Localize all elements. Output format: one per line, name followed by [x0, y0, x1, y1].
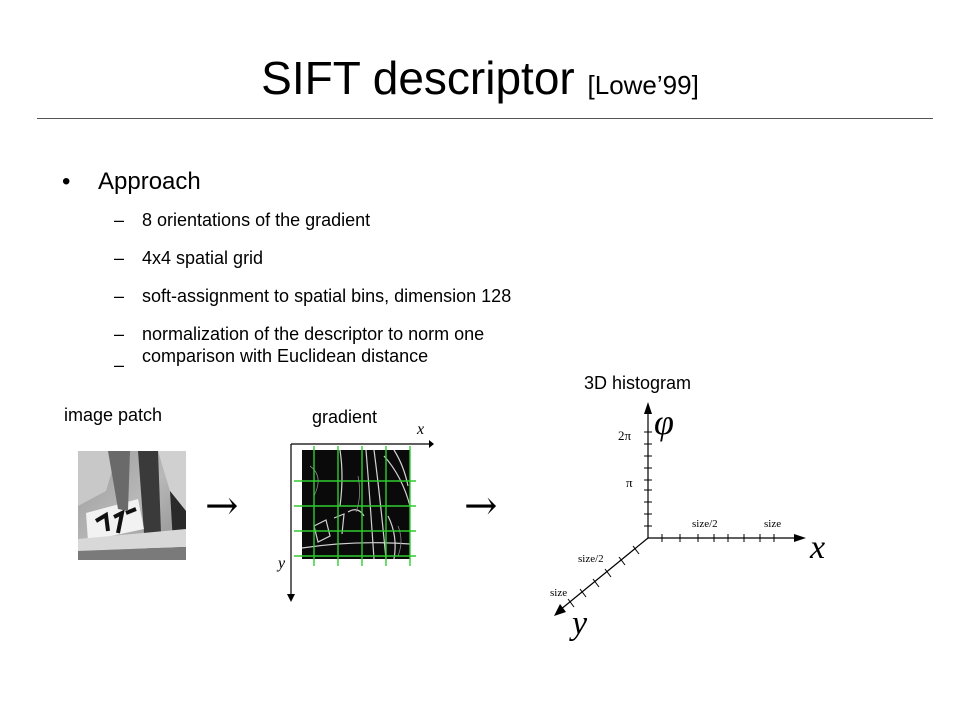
arrow-to-histogram: → [464, 483, 498, 529]
title-citation: [Lowe’99] [587, 70, 699, 100]
title-divider [37, 118, 933, 119]
pi-tick-label: π [626, 475, 633, 490]
gradient-figure: x y [276, 421, 434, 602]
sub-bullet-marker: – [114, 210, 125, 230]
gradient-caption: gradient [312, 407, 378, 427]
title-main: SIFT descriptor [261, 52, 575, 104]
spatial-grid [294, 446, 416, 566]
histogram-caption: 3D histogram [584, 373, 692, 393]
arrow-to-gradient: → [205, 483, 239, 529]
sub-bullet-spatial-grid: 4x4 spatial grid [142, 248, 264, 268]
bullet-marker: • [62, 168, 71, 195]
sub-bullet-comparison: comparison with Euclidean distance [142, 346, 429, 366]
sub-bullet-marker: – [114, 324, 125, 344]
y-axis [559, 537, 649, 611]
sub-bullet-marker: – [114, 355, 125, 375]
y-half-tick-label: size/2 [578, 553, 604, 565]
sub-bullet-marker: – [114, 248, 125, 268]
x-axis-label: x [809, 529, 825, 566]
phi-axis-label: φ [654, 402, 674, 442]
slide-title: SIFT descriptor [Lowe’99] [0, 50, 960, 113]
sub-bullet-marker: – [114, 286, 125, 306]
image-patch-picture [78, 451, 186, 560]
two-pi-tick-label: 2π [618, 428, 632, 443]
histogram-3d-figure: φ 2π π size/2 size size/2 size x y [550, 402, 825, 642]
sub-bullet-soft-assignment: soft-assignment to spatial bins, dimensi… [142, 286, 512, 306]
sub-bullet-normalization: normalization of the descriptor to norm … [142, 324, 485, 344]
x-full-tick-label: size [764, 518, 781, 530]
bullet-approach: Approach [98, 168, 201, 195]
y-full-tick-label: size [550, 587, 567, 599]
x-half-tick-label: size/2 [692, 518, 718, 530]
gradient-x-label: x [416, 421, 424, 438]
sub-bullet-orientations: 8 orientations of the gradient [142, 210, 371, 230]
gradient-y-label: y [276, 555, 286, 572]
image-patch-caption: image patch [64, 405, 163, 425]
y-axis-label: y [569, 605, 588, 642]
